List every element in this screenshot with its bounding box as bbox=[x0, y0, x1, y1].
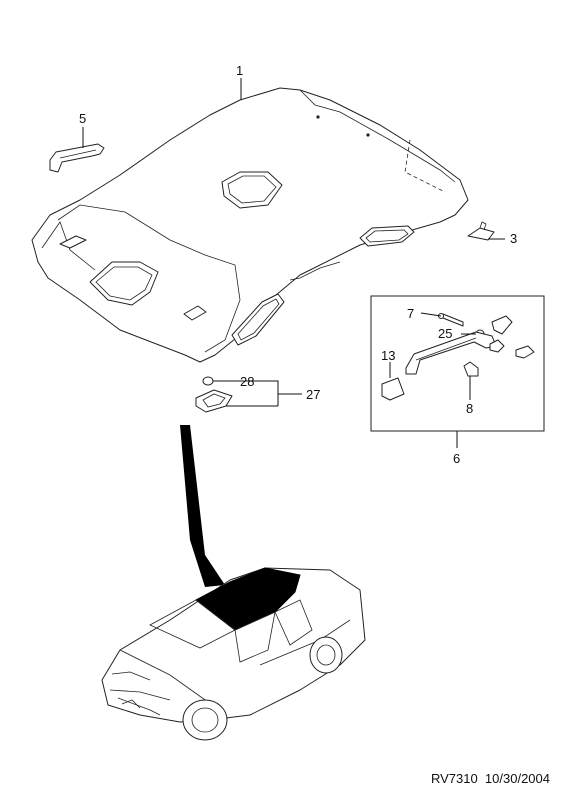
location-pointer bbox=[180, 425, 225, 587]
label-part-6: 6 bbox=[453, 451, 460, 466]
label-part-7: 7 bbox=[407, 306, 414, 321]
clip-part bbox=[467, 221, 495, 241]
label-part-28: 28 bbox=[240, 374, 254, 389]
drawing-date: 10/30/2004 bbox=[484, 771, 550, 786]
assist-grip-front bbox=[49, 143, 105, 173]
headliner bbox=[31, 87, 469, 363]
label-part-5: 5 bbox=[79, 111, 86, 126]
leader-lines bbox=[82, 78, 505, 448]
drawing-code: RV7310 bbox=[430, 771, 478, 786]
label-part-8: 8 bbox=[466, 401, 473, 416]
dome-lamp bbox=[195, 376, 233, 413]
vehicle-illustration bbox=[101, 567, 366, 741]
grip-assembly bbox=[381, 313, 535, 401]
grip-assembly-inset-box bbox=[370, 295, 545, 432]
label-part-13: 13 bbox=[381, 348, 395, 363]
label-part-3: 3 bbox=[510, 231, 517, 246]
label-part-1: 1 bbox=[236, 63, 243, 78]
drawing-footer: RV7310 10/30/2004 bbox=[431, 771, 550, 786]
label-part-25: 25 bbox=[438, 326, 452, 341]
label-part-27: 27 bbox=[306, 387, 320, 402]
